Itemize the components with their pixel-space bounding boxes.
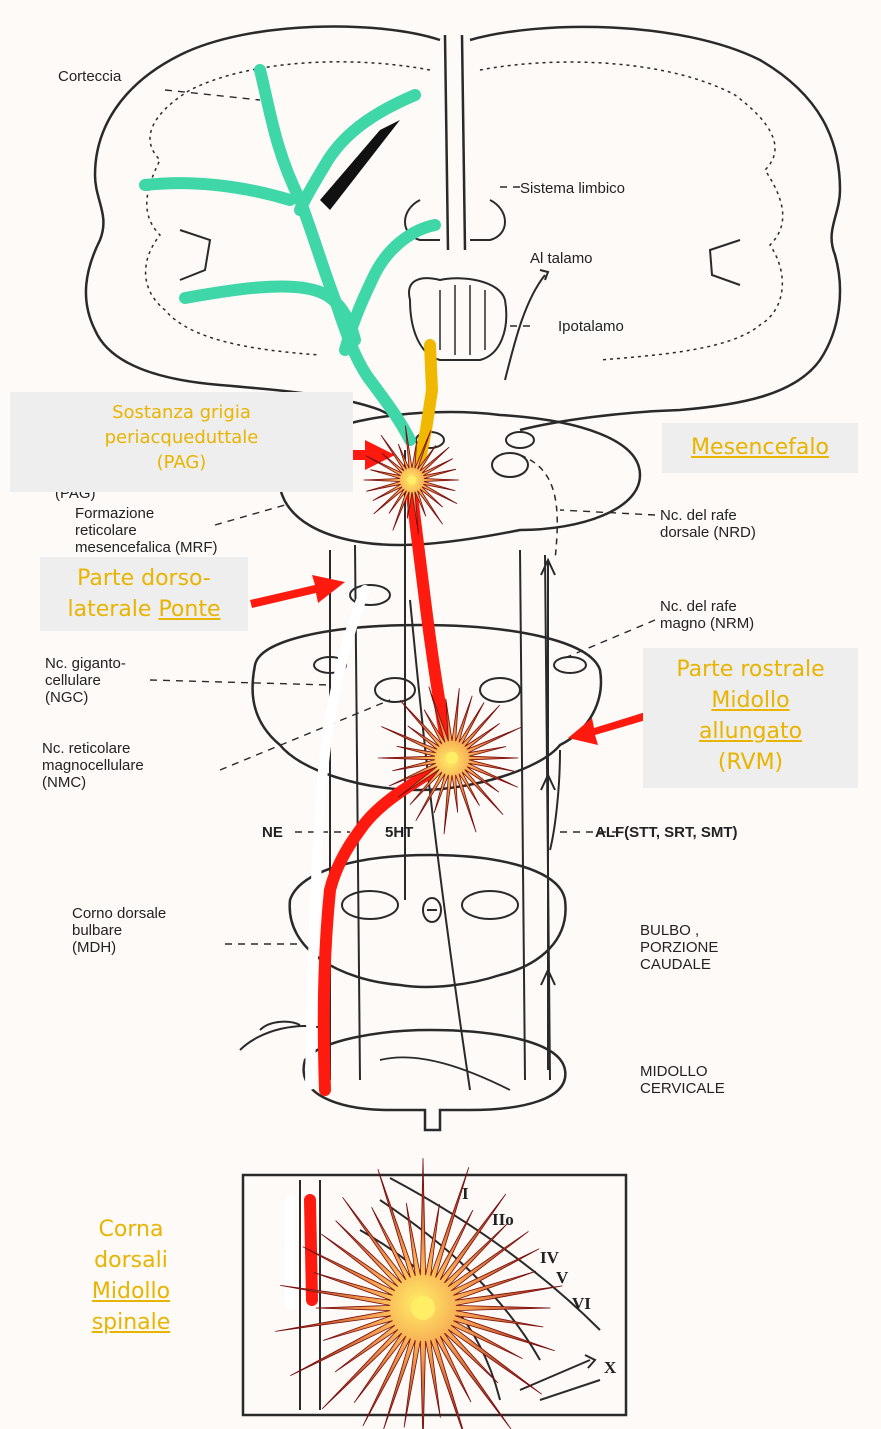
lamina-i: I bbox=[462, 1184, 469, 1204]
callout-pag-line2: periacqueduttale bbox=[10, 425, 353, 450]
link-ponte[interactable]: Ponte bbox=[158, 597, 220, 622]
label-ne: NE bbox=[262, 824, 283, 841]
burst-pag-core bbox=[408, 476, 417, 485]
label-mdh: Corno dorsale bulbare (MDH) bbox=[72, 905, 166, 956]
callout-rvm-line4: (RVM) bbox=[643, 747, 858, 778]
link-allungato[interactable]: allungato bbox=[643, 716, 858, 747]
lamina-vi: VI bbox=[572, 1294, 591, 1314]
label-nmc: Nc. reticolare magnocellulare (NMC) bbox=[42, 740, 144, 791]
burst-dorsal-horn-core bbox=[411, 1296, 435, 1320]
burst-rvm-core bbox=[446, 752, 458, 764]
lamina-x: X bbox=[604, 1358, 616, 1378]
callout-mesencefalo: Mesencefalo bbox=[662, 423, 858, 473]
callout-ponte: Parte dorso- laterale Ponte bbox=[40, 557, 248, 631]
cortical-dark-band bbox=[320, 120, 400, 210]
label-al-talamo: Al talamo bbox=[530, 250, 593, 267]
callout-pag-line3: (PAG) bbox=[10, 450, 353, 475]
callout-ponte-line2: laterale Ponte bbox=[40, 594, 248, 625]
label-corteccia: Corteccia bbox=[58, 68, 121, 85]
label-nrm: Nc. del rafe magno (NRM) bbox=[660, 598, 754, 632]
label-midollo-cervicale: MIDOLLO CERVICALE bbox=[640, 1063, 725, 1097]
leader-lines bbox=[150, 90, 655, 944]
callout-corna: Corna dorsali Midollo spinale bbox=[62, 1212, 200, 1352]
label-alf: ALF(STT, SRT, SMT) bbox=[595, 824, 738, 841]
label-sistema-limbico: Sistema limbico bbox=[520, 180, 625, 197]
callout-corna-line1: Corna bbox=[62, 1214, 200, 1245]
lamina-iv: IV bbox=[540, 1248, 559, 1268]
label-5ht: 5HT bbox=[385, 824, 413, 841]
link-mesencefalo[interactable]: Mesencefalo bbox=[691, 435, 829, 460]
burst-dorsal-horn bbox=[275, 1158, 562, 1429]
label-ipotalamo: Ipotalamo bbox=[558, 318, 624, 335]
callout-ponte-prefix: laterale bbox=[68, 597, 159, 622]
brain-outline bbox=[86, 26, 840, 430]
callout-rvm-line1: Parte rostrale bbox=[643, 654, 858, 685]
link-spinale[interactable]: spinale bbox=[62, 1307, 200, 1338]
lamina-iio: IIo bbox=[492, 1210, 514, 1230]
lamina-v: V bbox=[556, 1268, 568, 1288]
link-midollo-rvm[interactable]: Midollo bbox=[643, 685, 858, 716]
callout-ponte-line1: Parte dorso- bbox=[40, 563, 248, 594]
link-midollo-spinale[interactable]: Midollo bbox=[62, 1276, 200, 1307]
callout-pag-line1: Sostanza grigia bbox=[10, 400, 353, 425]
callout-pag: Sostanza grigia periacqueduttale (PAG) bbox=[10, 392, 353, 492]
callout-rvm: Parte rostrale Midollo allungato (RVM) bbox=[643, 648, 858, 788]
label-ngc: Nc. giganto- cellulare (NGC) bbox=[45, 655, 126, 706]
label-nrd: Nc. del rafe dorsale (NRD) bbox=[660, 507, 756, 541]
label-bulbo: BULBO , PORZIONE CAUDALE bbox=[640, 922, 718, 973]
callout-corna-line2: dorsali bbox=[62, 1245, 200, 1276]
label-formazione-reticolare: Formazione reticolare mesencefalica (MRF… bbox=[75, 505, 218, 556]
